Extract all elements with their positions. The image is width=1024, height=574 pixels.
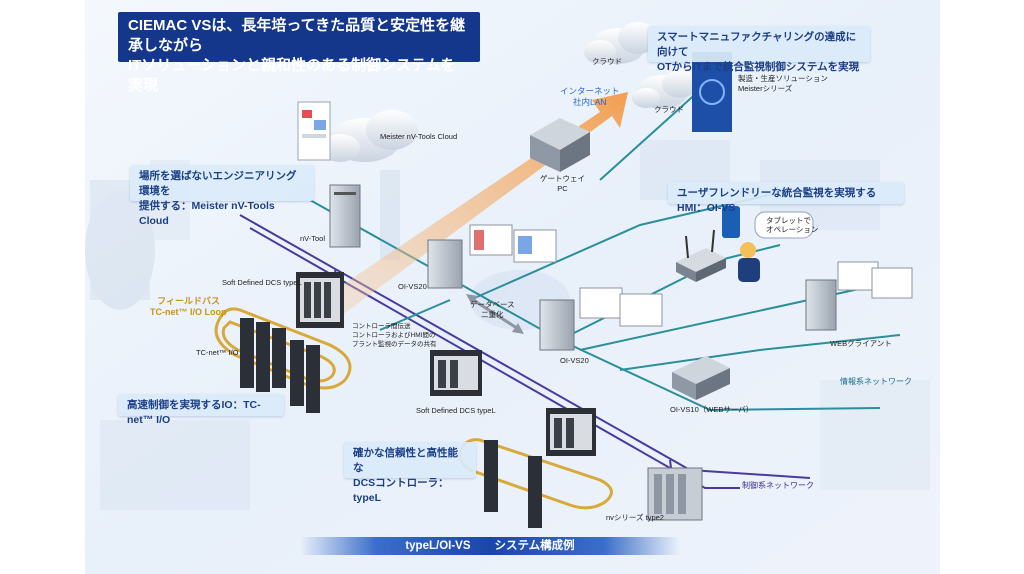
router-icon [676,229,726,282]
callout-smart-manufacturing: スマートマニュファクチャリングの達成に向けて OTからITまで統合監視制御システ… [648,26,870,73]
nvtools-cloud-label: Meister nV-Tools Cloud [380,132,458,141]
database-duplex-arrow [466,294,524,334]
callout-text: 確かな信頼性と高性能な [353,447,458,474]
speech-bubble [754,211,814,239]
label-line: コントローラ間伝送 [352,323,411,330]
oi-vs20-upper-icon [427,224,557,289]
gateway-label: ゲートウェイ PC [540,174,585,194]
typel-io-modules-icon [484,440,542,528]
database-label: データベース 二重化 [470,300,515,320]
callout-engineering: 場所を選ばないエンジニアリング環境を 提供する：Meister nV-Tools… [130,165,314,227]
fieldbus-label: フィールドバス TC-net™ I/O Loop [150,296,227,318]
caption-left: typeL/OI-VS [405,540,471,552]
diagram-caption: typeL/OI-VS システム構成例 [300,537,680,555]
nv-tool-label: nV-Tool [300,234,326,243]
callout-text: 高速制御を実現するIO：TC-net™ I/O [127,399,261,426]
callout-text: ユーザフレンドリーな統合監視を実現するHMI：OI-VS [677,187,877,214]
callout-text: DCSコントローラ：typeL [353,477,449,504]
soft-defined-dcs-top-icon [296,272,344,328]
oi-vs20-a-label: OI-VS20 [398,282,427,291]
callout-text: 場所を選ばないエンジニアリング環境を [139,170,297,197]
sdcs-mid-label: Soft Defined DCS typeL [416,406,496,415]
oi-vs10-web-server-icon [672,356,730,400]
callout-io: 高速制御を実現するIO：TC-net™ I/O [118,394,284,426]
label-line: インターネット [560,86,620,96]
sdcs-top-label: Soft Defined DCS typeL [222,278,302,287]
cloud-icon [584,22,658,64]
background [85,0,940,574]
headline-banner: CIEMAC VSは、長年培ってきた品質と安定性を継承しながら ITソリューショ… [118,12,480,94]
controller-transfer-label: コントローラ間伝送 コントローラおよびHMI間の プラント監視のデータの共有 [352,322,437,349]
label-line: オペレーション [766,225,819,234]
label-line: Meisterシリーズ [738,84,793,93]
label-line: プラント監視のデータの共有 [352,341,437,348]
document-screen-icon [297,101,331,161]
operator-icon [738,242,760,282]
tc-net-io-modules-icon [240,318,320,413]
tablet-label: タブレットで オペレーション [766,216,819,234]
typel-controller-icon [546,408,596,456]
label-line: 二重化 [481,310,504,319]
gateway-pc-icon [530,118,590,172]
brochure-ring-icon [699,79,725,105]
label-line: フィールドバス [157,296,220,306]
caption-right: システム構成例 [494,540,575,552]
label-line: タブレットで [766,216,811,225]
headline-line2: ITソリューションと親和性のある制御システムを実現 [128,57,456,94]
meister-series-label: 製造・生産ソリューション Meisterシリーズ [738,74,828,94]
oi-vs20-b-label: OI-VS20 [560,356,589,365]
info-network-label: 情報系ネットワーク [840,377,912,386]
callout-controller: 確かな信頼性と高性能な DCSコントローラ：typeL [344,442,476,504]
oi-vs20-lower-icon [539,287,663,351]
label-line: TC-net™ I/O Loop [150,307,227,317]
label-line: 製造・生産ソリューション [738,74,828,83]
label-line: PC [557,184,568,193]
label-line: コントローラおよびHMI間の [352,332,436,339]
web-client-label: WEBクライアント [830,339,892,348]
web-client-icon [805,261,913,331]
label-line: 社内LAN [572,97,607,107]
tablet-icon [722,206,740,238]
nv-series-type2-icon [647,467,703,521]
cloud-label: クラウド [654,105,684,114]
internet-lan-label: インターネット 社内LAN [560,86,620,108]
callout-text: スマートマニュファクチャリングの達成に向けて [657,31,857,58]
cloud-icon [632,70,698,109]
cloud-label: クラウド [592,57,622,66]
tc-net-io-label: TC-net™ I/O [196,348,239,357]
oi-vs10-label: OI-VS10（WEBサーバ） [670,405,754,414]
callout-hmi: ユーザフレンドリーな統合監視を実現するHMI：OI-VS [668,182,904,214]
label-line: データベース [470,300,515,309]
meister-brochure-icon [692,52,732,132]
label-line: ゲートウェイ [540,174,585,183]
soft-defined-dcs-mid-icon [430,350,482,396]
control-network-label: 制御系ネットワーク [742,481,814,490]
headline-line1: CIEMAC VSは、長年培ってきた品質と安定性を継承しながら [128,17,466,54]
callout-text: OTからITまで統合監視制御システムを実現 [657,61,860,73]
callout-text: 提供する：Meister nV-Tools Cloud [139,200,275,227]
nv-tool-pc-icon [329,184,361,248]
nv-type2-label: nvシリーズ type2 [606,513,664,522]
